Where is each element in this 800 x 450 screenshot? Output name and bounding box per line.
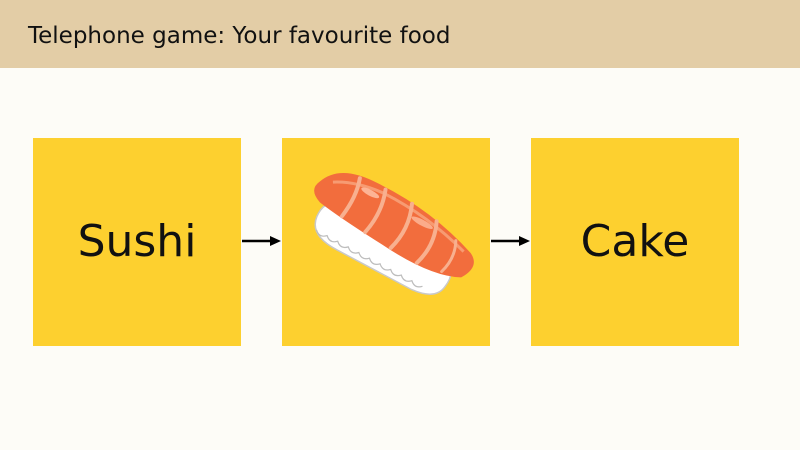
card-cake-text: Cake	[531, 138, 739, 346]
sushi-icon	[314, 173, 474, 295]
arrow-right-icon	[242, 236, 281, 246]
card-sushi-text: Sushi	[33, 138, 241, 346]
card-sushi-image	[282, 138, 490, 346]
header-bar: Telephone game: Your favourite food	[0, 0, 800, 68]
arrow-right-icon	[491, 236, 530, 246]
page-title: Telephone game: Your favourite food	[28, 23, 451, 49]
card-label: Cake	[580, 216, 690, 267]
card-label: Sushi	[77, 216, 197, 267]
